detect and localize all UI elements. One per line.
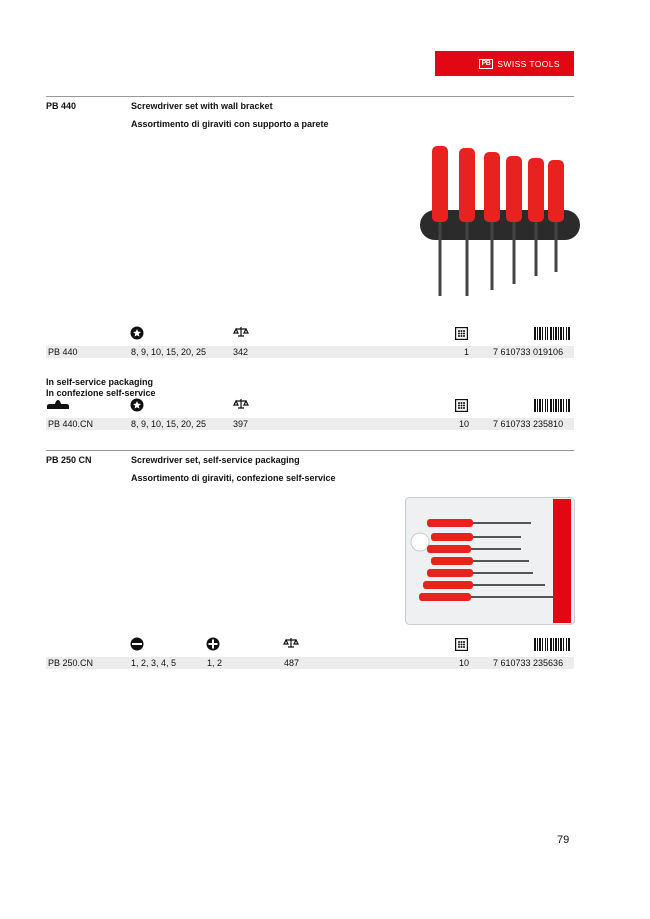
product-title-it: Assortimento di giraviti con supporto a … (131, 119, 329, 129)
row-qty: 10 (458, 419, 469, 429)
row-phillips-sizes: 1, 2 (207, 658, 223, 668)
section-divider (46, 96, 574, 97)
table-row (46, 346, 574, 358)
barcode-icon (534, 399, 570, 412)
self-service-hanger-icon (47, 400, 69, 409)
selfservice-label-it: In confezione self-service (46, 388, 156, 398)
row-code: PB 440 (48, 347, 78, 357)
row-weight: 397 (233, 419, 249, 429)
torx-icon (130, 326, 144, 340)
phillips-icon (206, 637, 220, 651)
torx-icon (130, 398, 144, 412)
packaging-qty-icon (455, 638, 468, 651)
row-code: PB 250.CN (48, 658, 94, 668)
product-image-blister-pack (405, 497, 575, 625)
barcode-icon (534, 638, 570, 651)
row-weight: 487 (284, 658, 300, 668)
product-image-wall-bracket (420, 146, 580, 296)
row-qty: 10 (458, 658, 469, 668)
row-ean: 7 610733 019106 (493, 347, 564, 357)
table-row (46, 418, 574, 430)
product-code: PB 440 (46, 101, 77, 111)
table-row (46, 657, 574, 669)
product-title-en: Screwdriver set with wall bracket (131, 101, 273, 111)
brand-name: SWISS TOOLS (497, 58, 560, 69)
packaging-qty-icon (455, 327, 468, 340)
weight-scale-icon (283, 638, 299, 648)
row-code: PB 440.CN (48, 419, 94, 429)
brand-pb-mark: PB (478, 58, 494, 69)
page-number: 79 (557, 834, 570, 846)
row-torx-sizes: 8, 9, 10, 15, 20, 25 (131, 347, 207, 357)
weight-scale-icon (233, 399, 249, 409)
selfservice-label-en: In self-service packaging (46, 377, 154, 387)
section-divider (46, 450, 574, 451)
weight-scale-icon (233, 327, 249, 337)
row-torx-sizes: 8, 9, 10, 15, 20, 25 (131, 419, 207, 429)
brand-logo: PB SWISS TOOLS (435, 51, 574, 76)
packaging-qty-icon (455, 399, 468, 412)
product-code: PB 250 CN (46, 455, 92, 465)
product-title-en: Screwdriver set, self-service packaging (131, 455, 300, 465)
row-slot-sizes: 1, 2, 3, 4, 5 (131, 658, 177, 668)
product-title-it: Assortimento di giraviti, confezione sel… (131, 473, 336, 483)
row-weight: 342 (233, 347, 249, 357)
row-ean: 7 610733 235810 (493, 419, 564, 429)
row-qty: 1 (463, 347, 469, 357)
row-ean: 7 610733 235636 (493, 658, 564, 668)
barcode-icon (534, 327, 570, 340)
slotted-icon (130, 637, 144, 651)
